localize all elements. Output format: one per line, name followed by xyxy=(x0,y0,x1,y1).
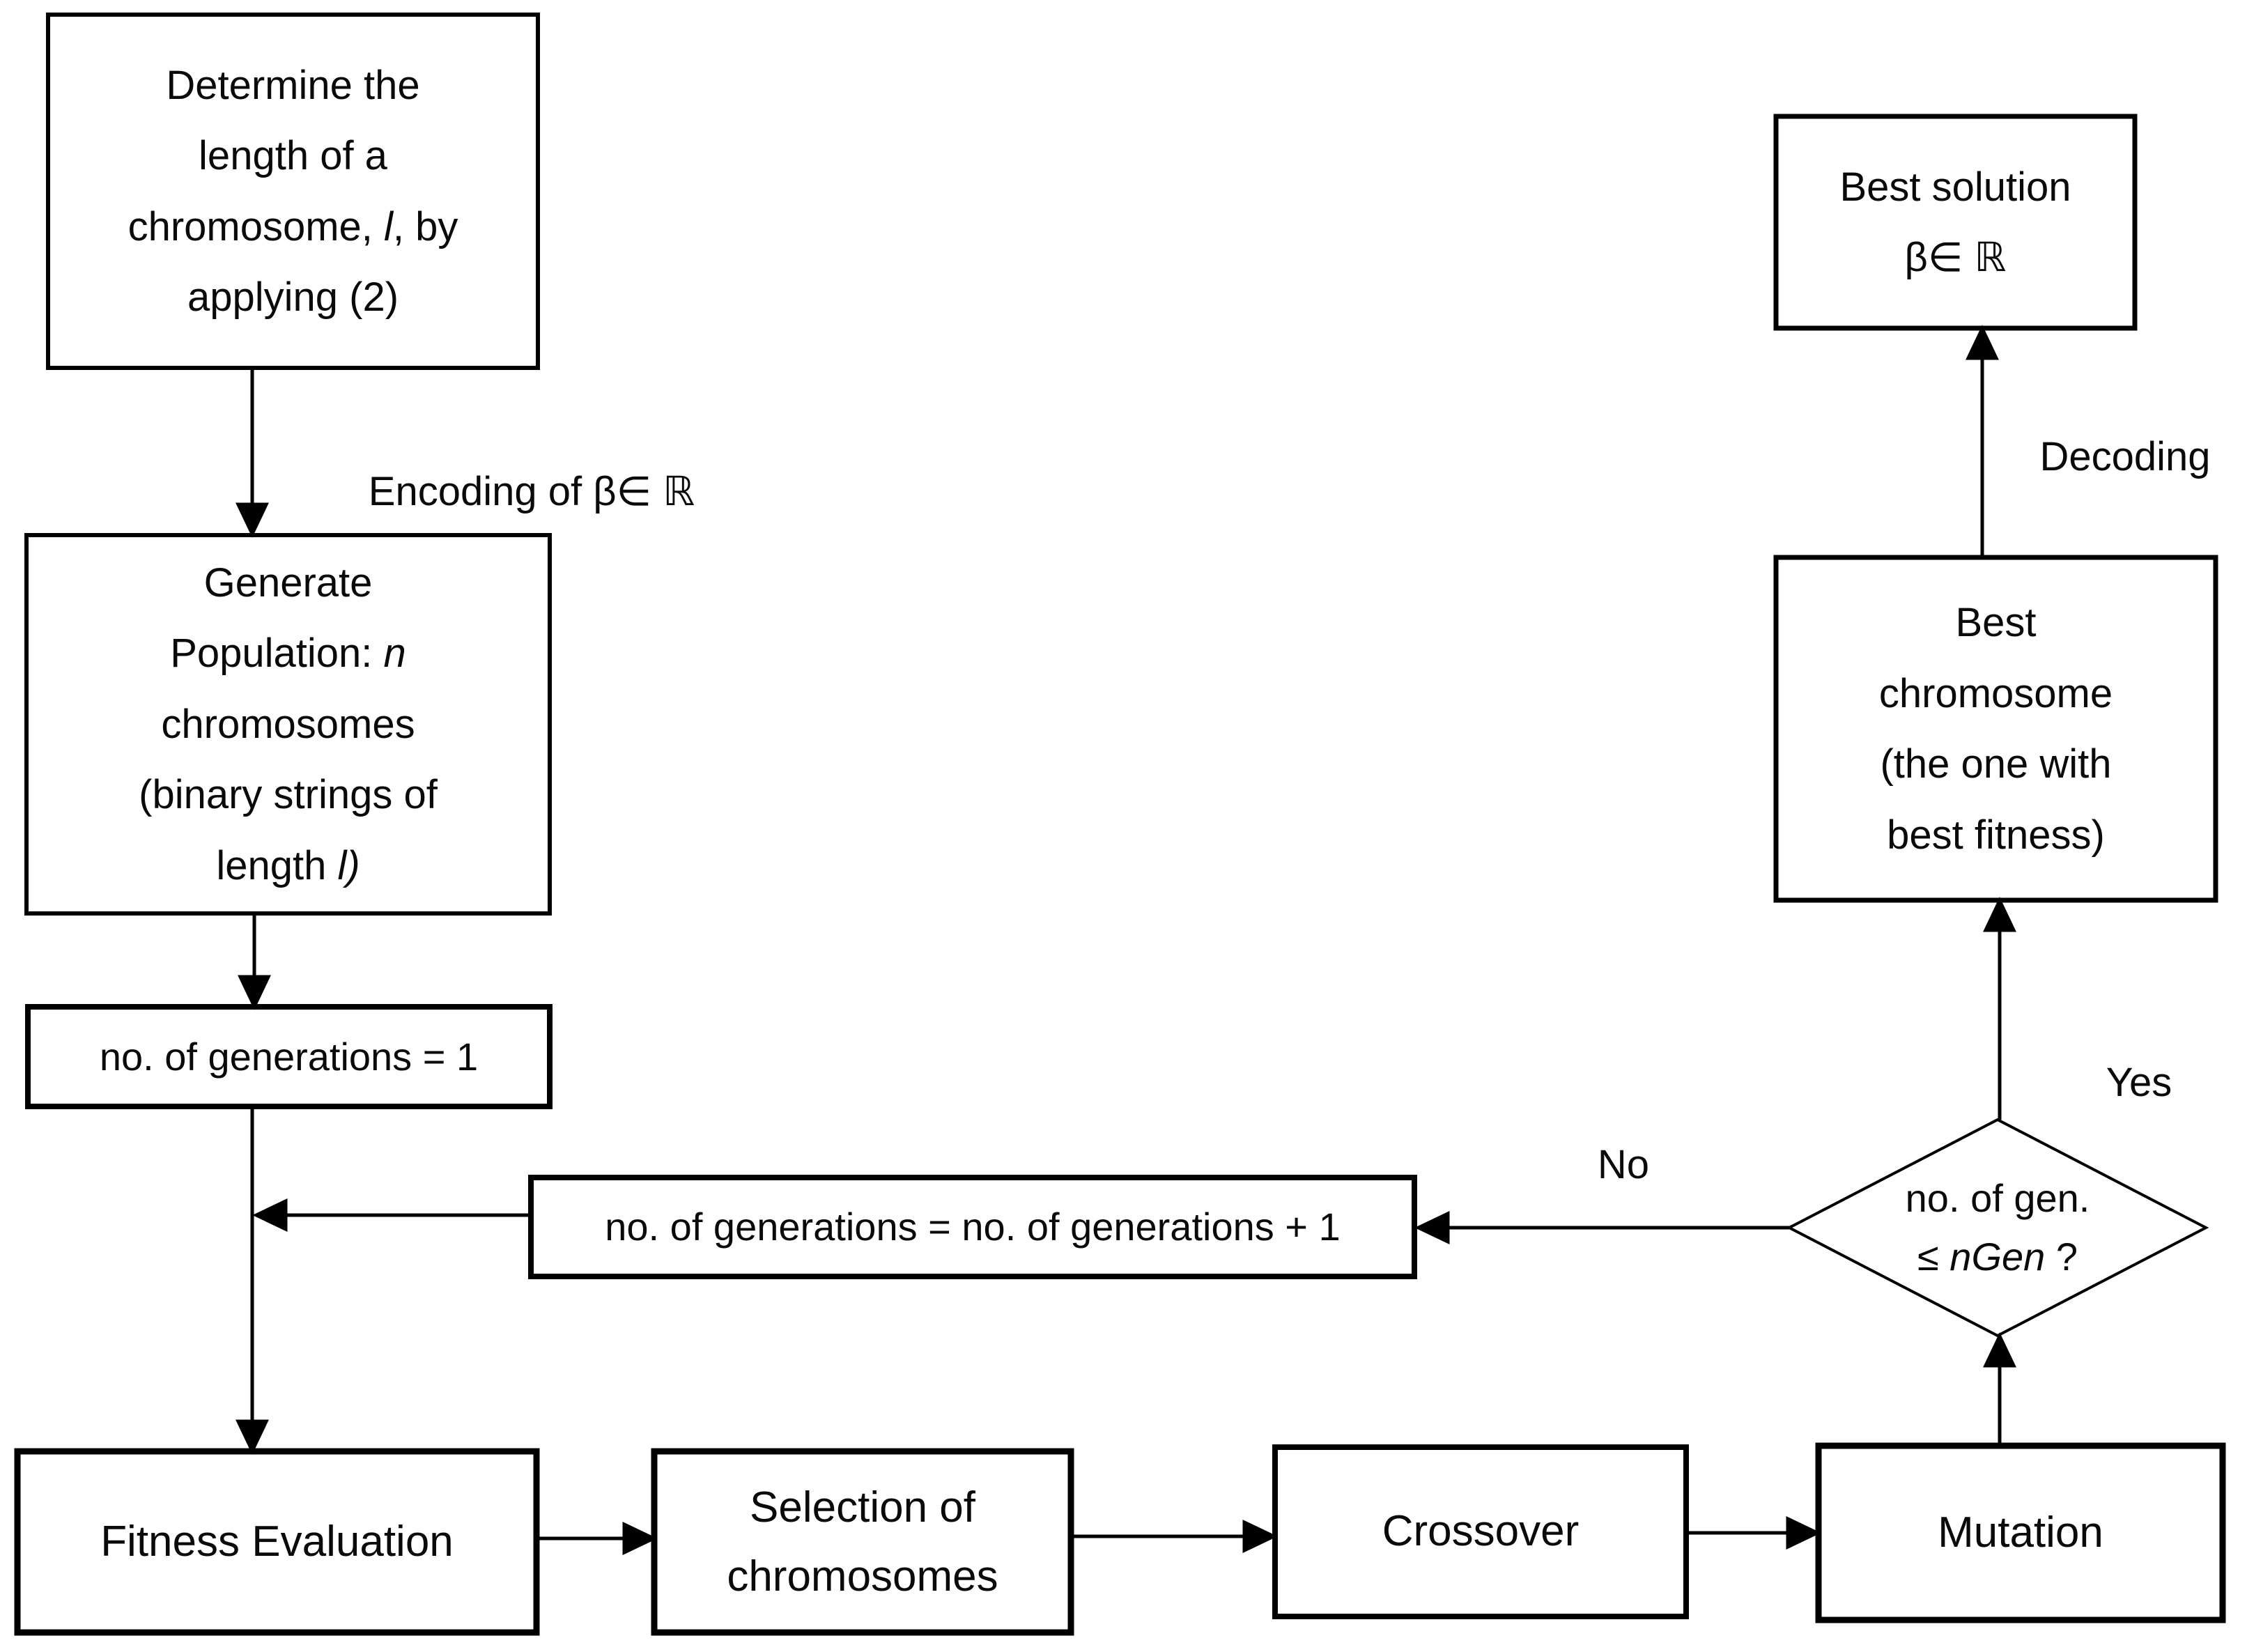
node-crossover-label: Crossover xyxy=(1382,1507,1580,1556)
arrowhead-right xyxy=(1242,1520,1278,1553)
node-generation-check-label: no. of gen.≤ nGen ? xyxy=(1905,1176,2090,1279)
edge-label-encoding: Encoding of β∈ ℝ xyxy=(368,469,695,514)
edge-label-yes: Yes xyxy=(2106,1059,2172,1105)
edge-label-no: No xyxy=(1597,1141,1650,1187)
arrowhead-left xyxy=(252,1198,288,1232)
node-best-chromosome-box xyxy=(1773,555,2218,903)
edge-decoding xyxy=(1966,325,1999,557)
node-crossover-box xyxy=(1272,1444,1689,1619)
node-generation-check-diamond xyxy=(1786,1118,2209,1338)
arrowhead-up xyxy=(1966,325,1999,360)
node-determine-length-box xyxy=(46,13,540,370)
node-init-generations-box xyxy=(25,1004,553,1109)
arrowhead-right xyxy=(622,1522,658,1555)
edge-label-decoding: Decoding xyxy=(2039,433,2211,479)
node-generate-population-box xyxy=(24,533,552,916)
edge-increment-to-loop xyxy=(252,1198,531,1232)
arrowhead-up xyxy=(1983,1332,2016,1368)
node-best-solution-box xyxy=(1773,114,2138,331)
edge-no-to-increment xyxy=(1414,1211,1789,1244)
edge-yes-to-best-chromosome xyxy=(1983,897,2016,1120)
edge-determine-to-population xyxy=(235,368,269,538)
arrowhead-left xyxy=(1414,1211,1450,1244)
edge-selection-to-crossover xyxy=(1071,1520,1278,1553)
node-fitness-evaluation-label: Fitness Evaluation xyxy=(100,1517,454,1566)
node-selection-box xyxy=(651,1448,1074,1636)
arrowhead-up xyxy=(1983,897,2016,932)
arrowhead-down xyxy=(235,1419,269,1455)
arrowhead-down xyxy=(235,502,269,538)
node-increment-generations-label: no. of generations = no. of generations … xyxy=(605,1205,1341,1249)
edge-crossover-to-mutation xyxy=(1686,1516,1821,1550)
node-increment-generations-box xyxy=(528,1175,1417,1279)
edge-mutation-to-check xyxy=(1983,1332,2016,1446)
arrowhead-right xyxy=(1786,1516,1821,1550)
edge-population-to-init xyxy=(238,913,271,1010)
node-mutation-label: Mutation xyxy=(1938,1508,2103,1557)
edge-fitness-to-selection xyxy=(536,1522,658,1555)
arrowhead-down xyxy=(238,975,271,1010)
edge-init-to-fitness xyxy=(235,1106,269,1455)
node-init-generations-label: no. of generations = 1 xyxy=(99,1034,479,1079)
node-fitness-evaluation-box xyxy=(14,1448,540,1636)
